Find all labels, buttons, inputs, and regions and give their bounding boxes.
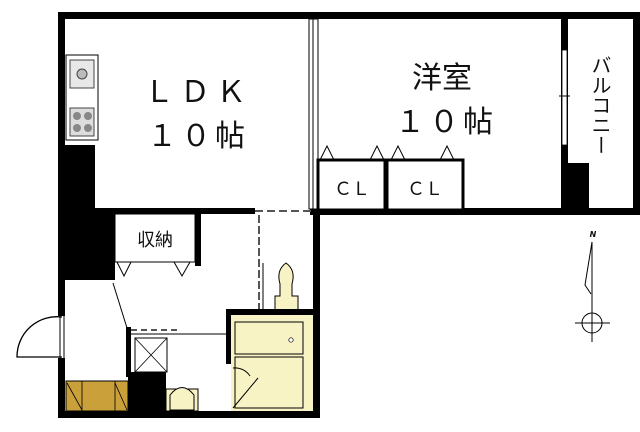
ldk-size: １０帖 xyxy=(147,119,249,154)
washbasin xyxy=(165,387,199,412)
closet-2: ＣＬ xyxy=(385,144,465,212)
storage: 収納 xyxy=(114,210,201,278)
western-room-label: 洋室 xyxy=(412,61,472,96)
western-room-size: １０帖 xyxy=(395,105,497,140)
kitchen-counter xyxy=(65,54,99,141)
wall-upper-bottom xyxy=(310,208,640,215)
toilet xyxy=(274,262,299,311)
bathtub xyxy=(231,315,313,411)
wall-lower-right xyxy=(313,208,320,418)
shoe-cabinet xyxy=(65,380,129,412)
bath-door[interactable] xyxy=(232,367,259,409)
closet-1-label: ＣＬ xyxy=(334,179,370,200)
wall-top xyxy=(58,12,640,19)
compass-label: N xyxy=(590,230,597,239)
closet-2-label: ＣＬ xyxy=(407,179,443,200)
entrance-door[interactable] xyxy=(16,316,63,358)
closet-1: ＣＬ xyxy=(316,144,387,212)
balcony-label: バルコニー xyxy=(588,55,612,155)
wall-bottom xyxy=(58,411,320,418)
wall-right xyxy=(633,12,640,214)
compass-north-icon: N xyxy=(575,230,610,342)
ldk-label: ＬＤＫ xyxy=(144,75,252,110)
storage-label: 収納 xyxy=(137,230,173,251)
